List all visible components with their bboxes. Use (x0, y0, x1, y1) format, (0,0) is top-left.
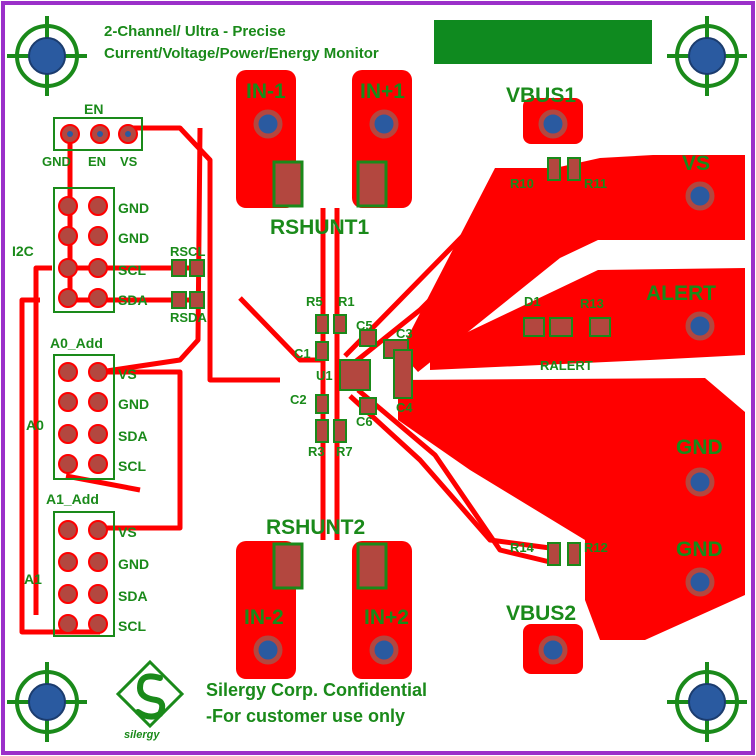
label-i2c-pin-4: SDA (118, 292, 148, 308)
label-d1: D1 (524, 294, 541, 309)
in-2-hole (253, 635, 283, 665)
label-i2c-pin-1: GND (118, 200, 149, 216)
title-line-1: 2-Channel/ Ultra - Precise (104, 23, 286, 40)
mount-hole-bottom-left (7, 662, 87, 742)
label-gnd-1: GND (676, 436, 723, 459)
label-in-2: IN-2 (244, 606, 284, 629)
label-rsda: RSDA (170, 310, 207, 325)
label-a1-add: A1_Add (46, 491, 99, 507)
label-a1-pin-4: SCL (118, 618, 146, 634)
label-rscl: RSCL (170, 244, 205, 259)
label-a0-pin-3: SDA (118, 428, 148, 444)
mount-hole-top-left (7, 16, 87, 96)
label-c2: C2 (290, 392, 307, 407)
vbus1-hole (538, 109, 568, 139)
label-r11: R11 (584, 176, 607, 191)
vs-hole (685, 181, 715, 211)
copper-traces (19, 125, 562, 635)
alert-copper-pour (430, 268, 745, 370)
label-a1-pin-1: VS (118, 524, 137, 540)
silergy-logo: silergy (115, 659, 185, 741)
in-1-hole (253, 109, 283, 139)
rshunt1-pad-right (356, 160, 388, 208)
label-c5: C5 (356, 318, 373, 333)
gnd-hole-2 (685, 567, 715, 597)
label-i2c-pin-2: GND (118, 230, 149, 246)
label-a0-pin-1: VS (118, 366, 137, 382)
label-a1-pin-2: GND (118, 556, 149, 572)
a1-header-outline (53, 511, 115, 637)
label-rshunt2: RSHUNT2 (266, 516, 365, 539)
pad-holes (253, 109, 715, 665)
label-r3: R3 (308, 444, 325, 459)
label-a0-add: A0_Add (50, 335, 103, 351)
label-gnd-2: GND (676, 538, 723, 561)
label-r10: R10 (510, 176, 534, 191)
label-in+2: IN+2 (364, 606, 409, 629)
gnd-hole-1 (685, 467, 715, 497)
label-en-pin-en: EN (88, 154, 106, 169)
label-c4: C4 (396, 400, 413, 415)
rshunt1-pad-left (272, 160, 304, 208)
footer-note: -For customer use only (206, 706, 405, 726)
en-header-outline (53, 117, 143, 151)
label-a0: A0 (26, 417, 44, 433)
label-r12: R12 (584, 540, 608, 555)
label-i2c: I2C (12, 243, 34, 259)
rshunt2-pad-left (272, 542, 304, 590)
mount-hole-bottom-right (667, 662, 747, 742)
label-en-pin-gnd: GND (42, 154, 71, 169)
label-r1: R1 (338, 294, 355, 309)
label-en-title: EN (84, 101, 103, 117)
label-u1: U1 (316, 368, 333, 383)
rshunt2-pad-right (356, 542, 388, 590)
label-vs-pad: VS (682, 152, 710, 175)
label-a0-pin-2: GND (118, 396, 149, 412)
label-rshunt1: RSHUNT1 (270, 216, 369, 239)
label-a1-pin-3: SDA (118, 588, 148, 604)
label-vbus2: VBUS2 (506, 602, 576, 625)
a0-header-pins (58, 362, 108, 474)
label-r13: R13 (580, 296, 604, 311)
vbus2-hole (538, 635, 568, 665)
label-c1: C1 (294, 346, 311, 361)
label-r14: R14 (510, 540, 535, 555)
title-block (434, 20, 652, 64)
label-vbus1: VBUS1 (506, 84, 576, 107)
label-alert: ALERT (646, 282, 716, 305)
a1-header-pins (58, 520, 108, 634)
i2c-header-outline (53, 187, 115, 313)
footer-company: Silergy Corp. Confidential (206, 680, 427, 700)
in+2-hole (369, 635, 399, 665)
mount-hole-top-right (667, 16, 747, 96)
i2c-header-pins (58, 196, 108, 308)
label-r7: R7 (336, 444, 353, 459)
label-in-1: IN-1 (246, 80, 286, 103)
in+1-hole (369, 109, 399, 139)
label-ralert: RALERT (540, 358, 593, 373)
label-i2c-pin-3: SCL (118, 262, 146, 278)
title-line-2: Current/Voltage/Power/Energy Monitor (104, 45, 379, 62)
silergy-logo-text: silergy (124, 729, 160, 741)
a0-header-outline (53, 354, 115, 480)
label-a0-pin-4: SCL (118, 458, 146, 474)
label-a1: A1 (24, 571, 42, 587)
label-en-pin-vs: VS (120, 154, 138, 169)
small-components (171, 157, 611, 566)
label-in+1: IN+1 (360, 80, 405, 103)
gnd-copper-pour (398, 378, 745, 640)
alert-hole (685, 311, 715, 341)
label-c3: C3 (396, 326, 413, 341)
label-r5: R5 (306, 294, 323, 309)
u1-chip (339, 359, 371, 391)
label-c6: C6 (356, 414, 373, 429)
